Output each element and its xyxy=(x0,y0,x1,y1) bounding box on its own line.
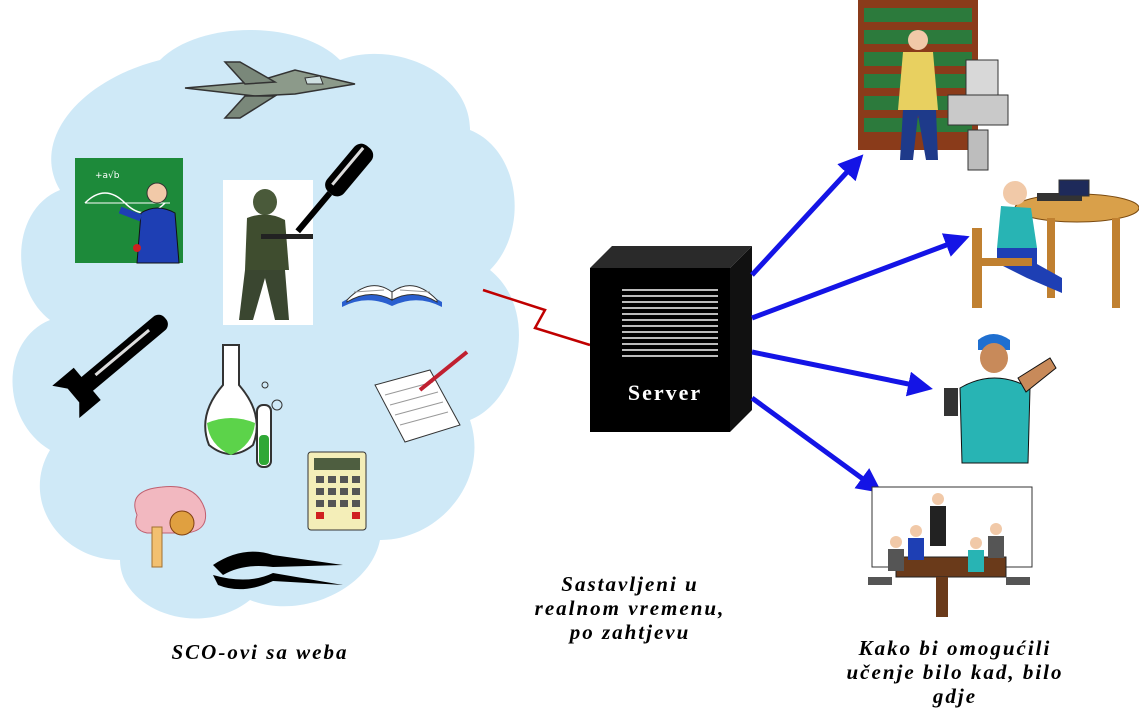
fighter-jet-icon xyxy=(184,61,356,119)
server-label: Server xyxy=(627,380,703,405)
arrow-to-worker xyxy=(751,349,933,397)
arrow-to-meeting xyxy=(750,395,883,493)
server-caption-line-1: Sastavljeni u xyxy=(561,572,699,596)
worker-with-tablet-icon xyxy=(944,334,1057,464)
person-at-laptop-icon xyxy=(972,179,1139,308)
open-book-icon xyxy=(342,285,442,307)
lab-flask-icon xyxy=(204,344,283,468)
cloud-server-link xyxy=(482,288,591,347)
arrow-to-laptop-user xyxy=(751,233,970,321)
recipients-caption-line-1: Kako bi omogućili xyxy=(858,636,1052,660)
server-caption-line-3: po zahtjevu xyxy=(569,620,691,645)
recipients-caption-line-2: učenje bilo kad, bilo xyxy=(846,660,1064,685)
soldier-icon xyxy=(223,180,313,325)
wrench-icon xyxy=(52,314,168,418)
delivery-arrows xyxy=(750,154,970,493)
recipients-caption: Kako bi omogućili učenje bilo kad, bilo … xyxy=(810,636,1100,708)
calculator-icon xyxy=(307,451,367,531)
pliers-icon xyxy=(213,551,343,590)
teacher-at-board-icon: +a√b xyxy=(75,158,183,264)
svg-text:+a√b: +a√b xyxy=(95,170,120,181)
screwdriver-icon xyxy=(295,143,374,234)
server-caption: Sastavljeni u realnom vremenu, po zahtje… xyxy=(480,572,780,644)
server-caption-line-2: realnom vremenu, xyxy=(534,596,726,621)
meeting-room-icon xyxy=(868,486,1033,617)
library-workers-computer-icon xyxy=(858,0,1009,171)
notepad-pen-icon xyxy=(374,350,469,443)
recipients-caption-line-3: gdje xyxy=(932,684,978,709)
server-box xyxy=(590,246,752,432)
brain-icon xyxy=(134,485,207,568)
arrow-to-library xyxy=(750,154,864,277)
cloud-caption: SCO-ovi sa weba xyxy=(171,640,349,664)
